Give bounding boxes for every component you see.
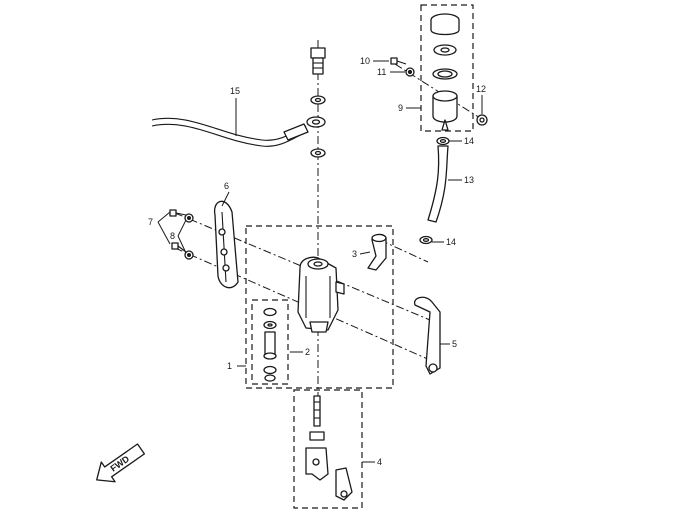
reservoir-cap xyxy=(430,13,460,36)
banjo-bolt xyxy=(310,47,326,75)
callout-6: 6 xyxy=(224,181,229,191)
callout-3: 3 xyxy=(352,249,357,259)
hose-fitting-part-3 xyxy=(367,233,387,271)
callout-5: 5 xyxy=(452,339,457,349)
callout-14-lower: 14 xyxy=(446,237,456,247)
nut-part-12 xyxy=(476,114,488,126)
reservoir-diaphragm xyxy=(432,68,458,80)
callout-11: 11 xyxy=(377,67,386,77)
callout-9: 9 xyxy=(398,103,403,113)
brake-hose-part-15 xyxy=(151,116,326,147)
hose-clamp-upper-part-14 xyxy=(436,136,450,146)
reservoir-hose-part-13 xyxy=(427,145,449,223)
washer-part-11 xyxy=(405,67,415,77)
reservoir-tank-part-9 xyxy=(432,90,458,131)
centerline-hose-fitting xyxy=(379,239,429,263)
pushrod-kit-part-4 xyxy=(305,395,353,501)
callout-13: 13 xyxy=(464,175,474,185)
callout-7: 7 xyxy=(148,217,153,227)
reservoir-plate xyxy=(433,44,457,56)
callout-10: 10 xyxy=(360,56,370,66)
callout-4: 4 xyxy=(377,457,382,467)
washer-upper-part-8 xyxy=(184,213,194,223)
brake-rod-part-5 xyxy=(413,296,441,375)
callout-2: 2 xyxy=(305,347,310,357)
centerline-mount-upper xyxy=(174,212,431,321)
forward-direction-arrow: FWD xyxy=(96,443,146,483)
callout-12: 12 xyxy=(476,84,486,94)
callout-15: 15 xyxy=(230,86,240,96)
assembly-box-1 xyxy=(245,225,394,389)
screw-part-10 xyxy=(390,57,407,65)
callout-8: 8 xyxy=(170,231,175,241)
piston-seal-kit-part-2 xyxy=(263,307,277,382)
kit-box-4 xyxy=(293,389,363,509)
master-cylinder-body xyxy=(297,256,345,333)
hose-clamp-lower-part-14 xyxy=(419,235,433,245)
washer-lower-part-8 xyxy=(184,250,194,260)
callout-14-upper: 14 xyxy=(464,136,474,146)
callout-1: 1 xyxy=(227,361,232,371)
bolt-upper-part-7 xyxy=(169,209,187,217)
copper-washer-lower xyxy=(310,148,326,158)
copper-washer-upper xyxy=(310,95,326,105)
reservoir-box-9 xyxy=(420,4,474,132)
leader-lines xyxy=(157,60,483,463)
heat-guard-part-6 xyxy=(213,200,239,289)
